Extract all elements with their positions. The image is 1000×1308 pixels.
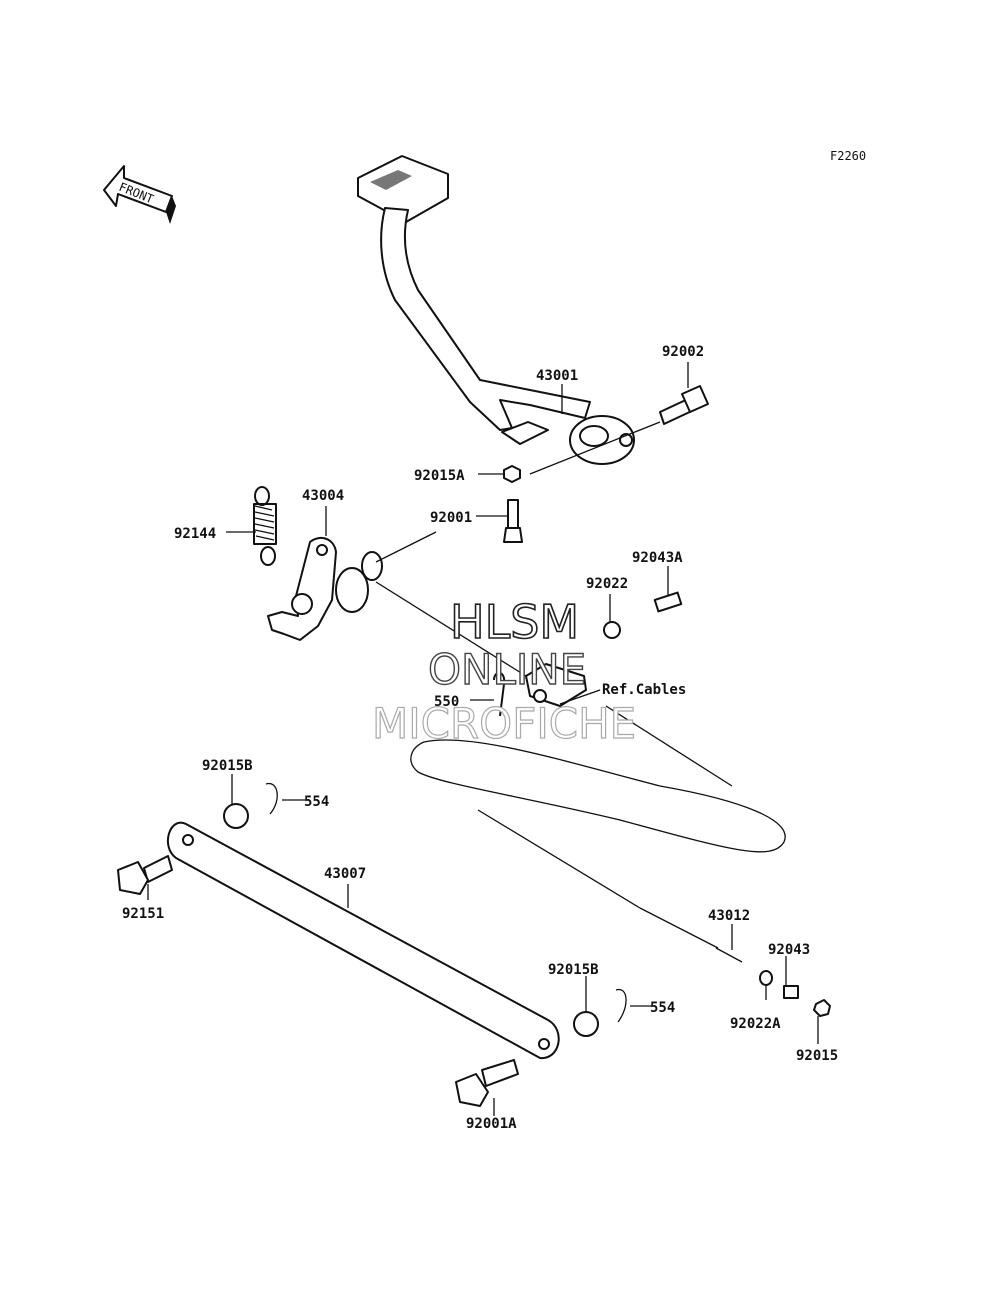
bolt-92001-part — [503, 499, 523, 543]
label-92043A: 92043A — [632, 550, 683, 566]
label-550: 550 — [434, 694, 459, 710]
label-92015B-top: 92015B — [202, 758, 253, 774]
label-43012: 43012 — [708, 908, 750, 924]
label-43004: 43004 — [302, 488, 344, 504]
part-labels: 43001 92002 92015A 92001 92144 43004 920… — [122, 344, 838, 1132]
figure-code: F2260 — [830, 149, 866, 163]
front-arrow-icon: FRONT — [103, 165, 176, 224]
washer-92022-part — [603, 621, 621, 639]
brake-arm-43004-part — [267, 536, 383, 641]
label-92015: 92015 — [796, 1048, 838, 1064]
watermark-line-1: HLSM — [450, 595, 579, 649]
clip-554-top-part — [265, 782, 278, 815]
spring-92144-part — [253, 486, 277, 566]
cable-clevis-part — [493, 663, 587, 717]
bolt-92151-part — [117, 855, 173, 895]
label-ref-cables: Ref.Cables — [602, 682, 686, 698]
watermark: HLSM ONLINE MICROFICHE — [371, 594, 636, 748]
watermark-line-2: ONLINE — [428, 645, 586, 694]
label-554-bottom: 554 — [650, 1000, 675, 1016]
label-92043: 92043 — [768, 942, 810, 958]
clip-554-bottom-part — [615, 988, 627, 1023]
washer-92022A-part — [759, 970, 773, 986]
label-92002: 92002 — [662, 344, 704, 360]
nut-92015B-top-part — [223, 803, 249, 829]
pin-92043A-part — [653, 591, 683, 613]
brake-pedal-part — [357, 155, 635, 465]
label-43001: 43001 — [536, 368, 578, 384]
leader-lines — [147, 362, 819, 1116]
label-554-top: 554 — [304, 794, 329, 810]
rod-43007-part — [166, 821, 560, 1060]
label-92022: 92022 — [586, 576, 628, 592]
label-92144: 92144 — [174, 526, 216, 542]
label-92015B-bottom: 92015B — [548, 962, 599, 978]
brake-cable-part — [410, 705, 786, 949]
label-92022A: 92022A — [730, 1016, 781, 1032]
label-92001A: 92001A — [466, 1116, 517, 1132]
nut-92015-part — [813, 999, 831, 1017]
watermark-line-3: MICROFICHE — [372, 699, 636, 748]
nut-92015A-part — [503, 465, 521, 483]
label-92015A: 92015A — [414, 468, 465, 484]
bolt-92002-part — [659, 385, 709, 425]
pin-92043-part — [783, 985, 799, 999]
label-43007: 43007 — [324, 866, 366, 882]
label-92001: 92001 — [430, 510, 472, 526]
bolt-92001A-part — [455, 1059, 519, 1107]
spring-43012-part — [715, 947, 743, 963]
nut-92015B-bottom-part — [573, 1011, 599, 1037]
label-92151: 92151 — [122, 906, 164, 922]
